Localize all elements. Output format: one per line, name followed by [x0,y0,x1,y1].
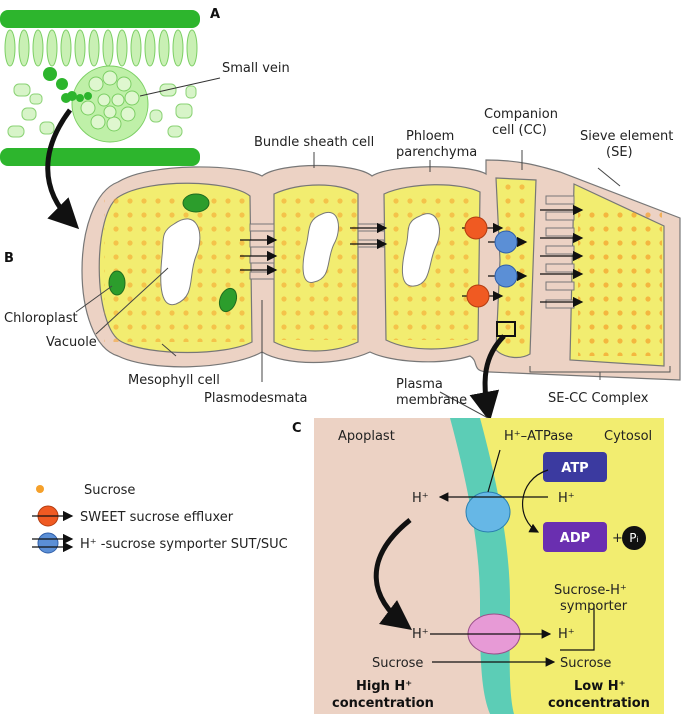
vacuole-bundle [302,211,339,283]
h-atpase-pump [465,491,511,533]
legend-sucrose-icon [36,485,44,493]
chloroplast-1 [182,193,210,213]
spongy-mesophyll [7,83,197,138]
symporter-label-1: Sucrose-H⁺ [554,583,627,598]
bundle-sheath-label: Bundle sheath cell [254,135,374,150]
panel-c-membrane [314,418,664,714]
palisade-cells [4,29,198,67]
leaf-cross-section [0,10,221,230]
legend-sweet-label: SWEET sucrose effluxer [80,510,234,525]
cytosol-label: Cytosol [604,429,652,444]
legend [32,485,74,554]
panel-label-c: C [292,421,302,436]
sweet-effluxer-1 [464,216,488,240]
proton-in-label: H⁺ [558,491,575,506]
adp-box [543,522,607,552]
mesophyll-cell-label: Mesophyll cell [128,373,220,388]
panel-label-b: B [4,251,14,266]
plasma-membrane-label-1: Plasma [396,377,443,392]
pi-circle [622,526,646,550]
low-h-label-2: concentration [548,696,650,711]
atpase-label: H⁺–ATPase [504,429,573,444]
proton-cytosol-label: H⁺ [558,627,575,642]
legend-sucrose-label: Sucrose [84,483,135,498]
leaf-vein [43,65,149,143]
proton-out-label: H⁺ [412,491,429,506]
upper-epidermis [0,10,200,28]
low-h-label-1: Low H⁺ [574,679,626,694]
atp-box [543,452,607,482]
atp-label: ATP [561,461,588,476]
chloroplast-label: Chloroplast [4,311,78,326]
companion-cell-label-1: Companion [484,107,558,122]
panel-c-arrows [430,449,595,667]
small-vein-pointer [139,77,221,97]
small-vein-label: Small vein [222,61,290,76]
chloroplast-3 [218,287,238,313]
apoplast-label: Apoplast [338,429,395,444]
membrane-zoom-box [496,321,516,337]
sieve-element-label-1: Sieve element [580,129,673,144]
companion-cell-label-2: cell (CC) [492,123,547,138]
plus-label: + [612,531,623,546]
phloem-parenchyma-label-1: Phloem [406,129,454,144]
sucrose-apoplast-label: Sucrose [372,656,423,671]
pi-label: Pᵢ [629,531,638,545]
symporter-label-2: symporter [560,599,628,614]
se-cc-complex-label: SE-CC Complex [548,391,649,406]
vacuole-label: Vacuole [46,335,97,350]
sucrose-cytosol-label: Sucrose [560,656,611,671]
proton-return-arrow [373,518,412,631]
symporter-1 [494,230,518,254]
phloem-parenchyma-label-2: parenchyma [396,145,477,160]
zoom-arrow-b-to-c [469,334,506,422]
sweet-effluxer-2 [466,284,490,308]
plasma-membrane-label-2: membrane [396,393,467,408]
adp-label: ADP [560,531,590,546]
high-h-label-1: High H⁺ [356,679,412,694]
legend-symporter-icon [37,532,59,554]
panel-label-a: A [210,7,220,22]
legend-symporter-label: H⁺ -sucrose symporter SUT/SUC [80,537,288,552]
proton-apoplast-label: H⁺ [412,627,429,642]
zoom-arrow-a-to-b [45,108,80,230]
se-cc-bracket [529,366,671,380]
plasmodesmata-se-cc [545,195,575,309]
chloroplast-2 [108,270,126,296]
vacuole-mesophyll [160,218,201,306]
cell-chain [81,159,681,422]
vacuole-phloem [402,213,440,287]
sieve-element-label-2: (SE) [606,145,633,160]
high-h-label-2: concentration [332,696,434,711]
sucrose-particles-se [578,206,662,356]
symporter-2 [494,264,518,288]
plasmodesmata-label: Plasmodesmata [204,391,308,406]
lower-epidermis [0,148,200,166]
